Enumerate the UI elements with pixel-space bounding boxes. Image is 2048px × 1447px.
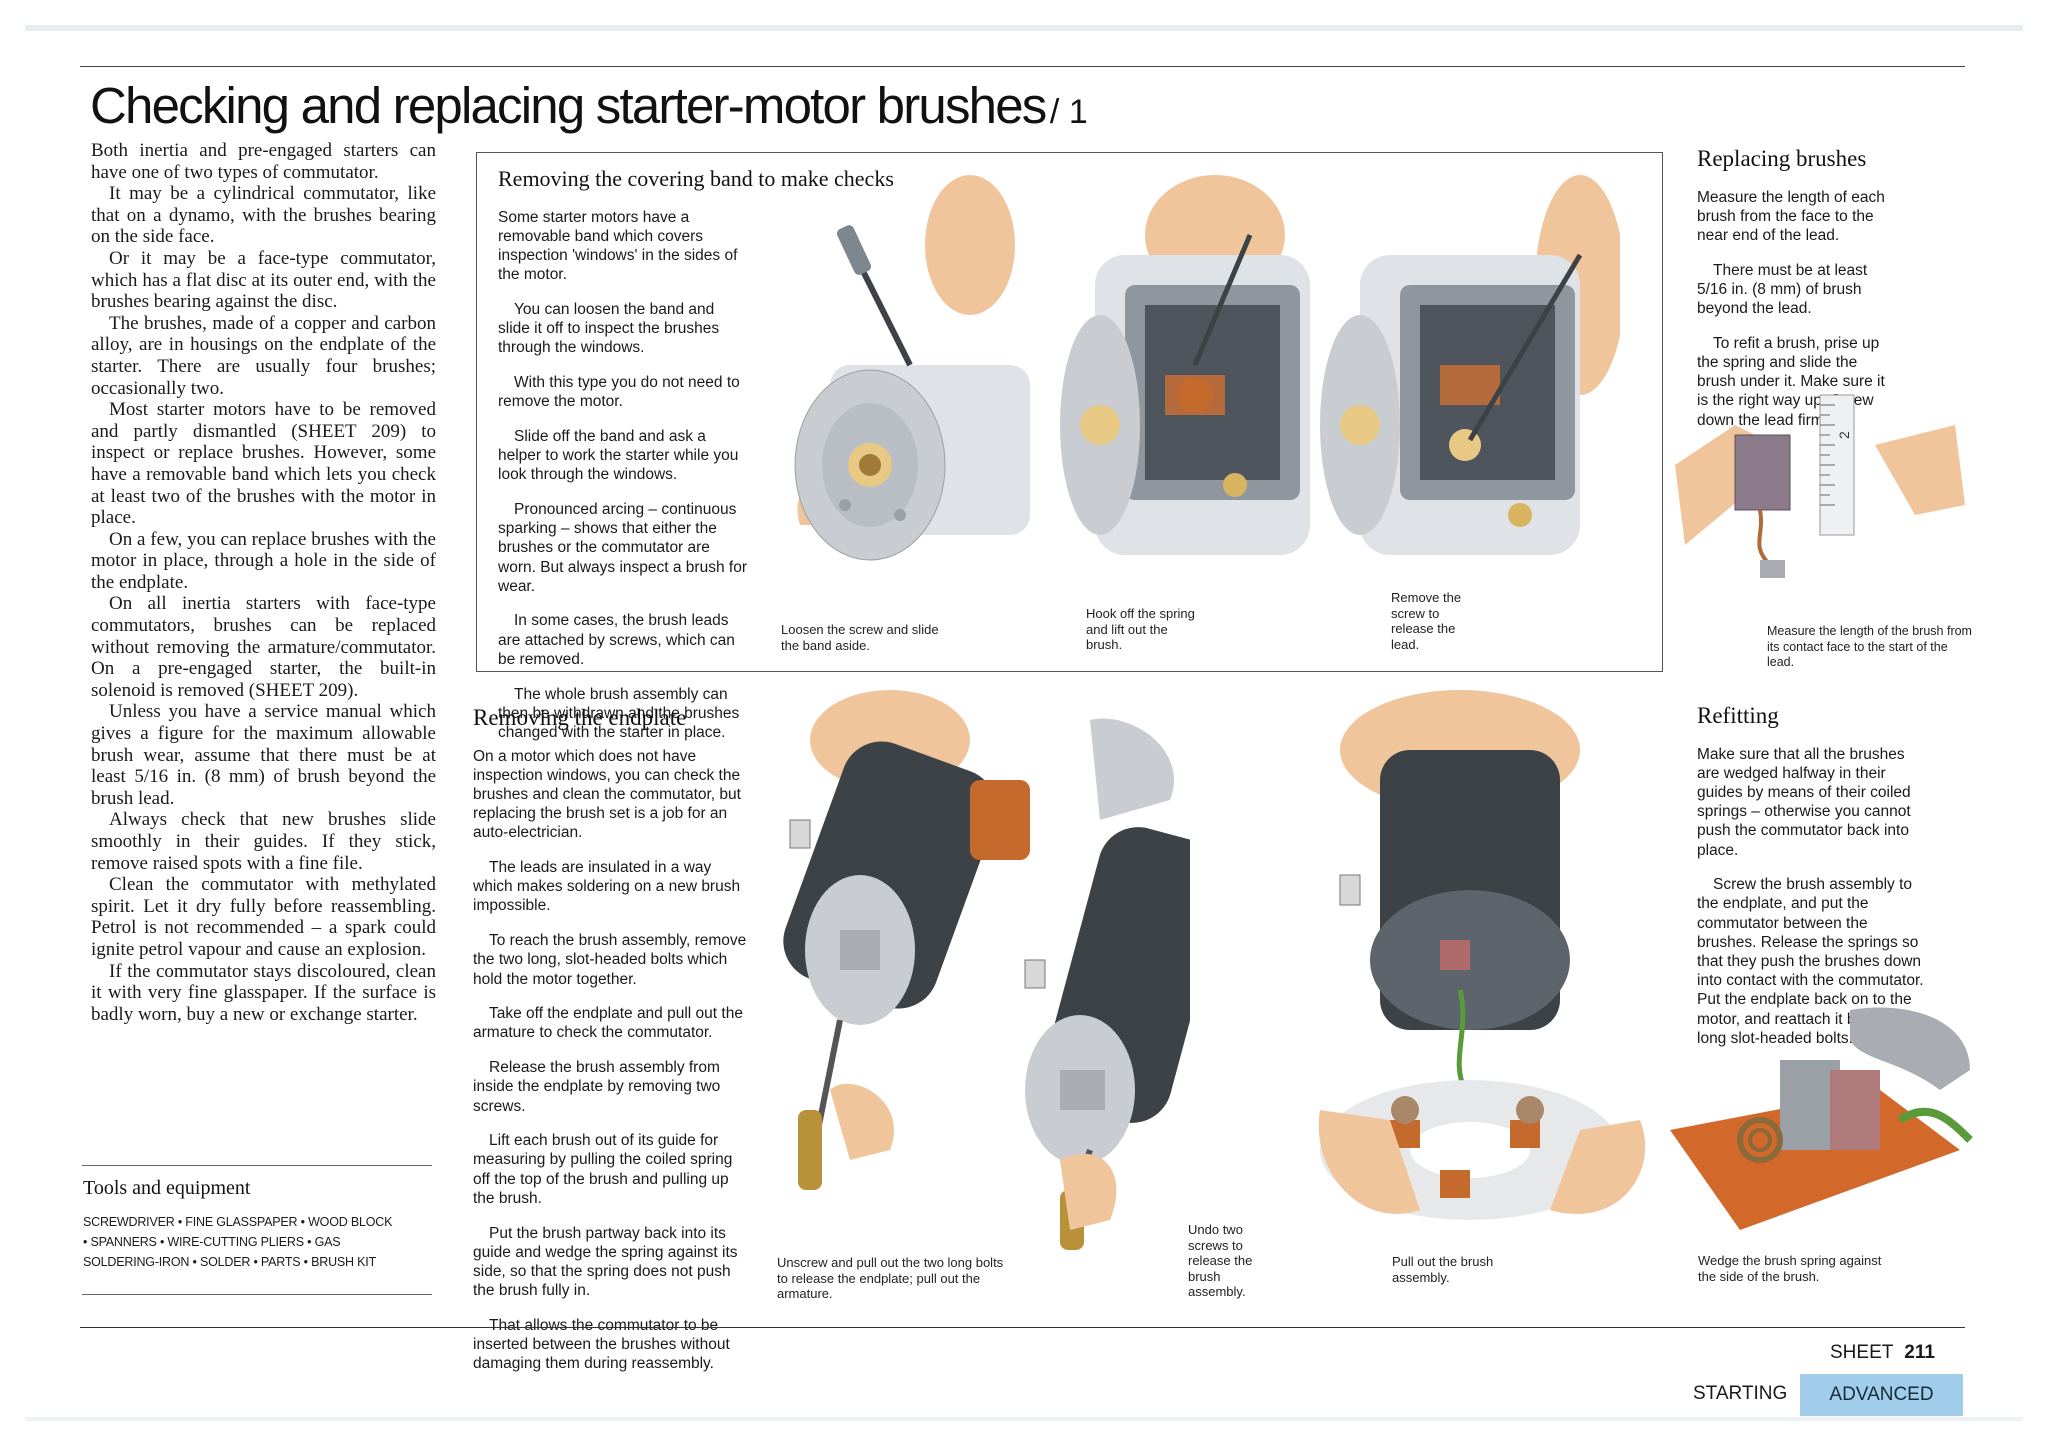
caption-measure: Measure the length of the brush from its…: [1767, 624, 1972, 669]
caption-hook: Hook off the spring and lift out the bru…: [1086, 606, 1195, 652]
level-label: ADVANCED: [1829, 1384, 1934, 1405]
category-label: STARTING: [1693, 1383, 1788, 1404]
tools-line: SCREWDRIVER • FINE GLASSPAPER • WOOD BLO…: [83, 1215, 393, 1229]
ruler-mark: 2: [1836, 431, 1852, 439]
replacing-heading: Replacing brushes: [1697, 146, 1867, 171]
sheet-label: SHEET: [1830, 1342, 1894, 1363]
tools-line: • SPANNERS • WIRE-CUTTING PLIERS • GAS: [83, 1235, 341, 1249]
tools-box: Tools and equipment SCREWDRIVER • FINE G…: [83, 1177, 433, 1272]
band-paragraph: In some cases, the brush leads are attac…: [498, 612, 735, 668]
footer-rule: [80, 1327, 1965, 1328]
page-title: Checking and replacing starter-motor bru…: [90, 77, 1047, 134]
band-paragraph: Some starter motors have a removable ban…: [498, 208, 738, 284]
endplate-paragraph: Put the brush partway back into its guid…: [473, 1224, 738, 1300]
caption-wedge: Wedge the brush spring against the side …: [1698, 1253, 1882, 1284]
tools-rule-bottom: [82, 1294, 432, 1295]
endplate-paragraph: Release the brush assembly from inside t…: [473, 1059, 721, 1115]
replacing-paragraph: Measure the length of each brush from th…: [1697, 188, 1885, 244]
intro-paragraph: The brushes, made of a copper and carbon…: [91, 312, 436, 399]
tools-line: SOLDERING-IRON • SOLDER • PARTS • BRUSH …: [83, 1255, 377, 1269]
band-paragraph: You can loosen the band and slide it off…: [498, 300, 720, 357]
refitting-body: Make sure that all the brushes are wedge…: [1697, 745, 1927, 1049]
header-rule: [80, 66, 1965, 67]
band-paragraph: Pronounced arcing – continuous sparking …: [498, 500, 747, 595]
page-title-block: Checking and replacing starter-motor bru…: [90, 76, 1088, 135]
caption-pull: Pull out the brush assembly.: [1392, 1254, 1494, 1285]
intro-paragraph: If the commutator stays discoloured, cle…: [91, 960, 436, 1025]
sheet-label-block: SHEET 211: [1830, 1342, 1935, 1364]
band-section-heading: Removing the covering band to make check…: [498, 166, 894, 191]
intro-column: Both inertia and pre-engaged starters ca…: [91, 140, 436, 1025]
band-paragraph: With this type you do not need to remove…: [498, 373, 740, 411]
intro-paragraph: Unless you have a service manual which g…: [91, 701, 436, 809]
endplate-heading: Removing the endplate: [473, 705, 687, 730]
illustration-measure-brush: 2: [1675, 394, 1965, 578]
refitting-section: Refitting Make sure that all the brushes…: [1697, 703, 1927, 1064]
band-paragraph: The whole brush assembly can then be wit…: [498, 685, 740, 741]
caption-loosen: Loosen the screw and slide the band asid…: [781, 622, 939, 653]
tools-heading: Tools and equipment: [83, 1177, 251, 1199]
bottom-bar: [25, 1417, 2023, 1421]
intro-paragraph: Both inertia and pre-engaged starters ca…: [91, 140, 436, 183]
endplate-section: Removing the endplate On a motor which d…: [473, 705, 753, 1389]
endplate-paragraph: To reach the brush assembly, remove the …: [473, 932, 747, 988]
intro-paragraph: It may be a cylindrical commutator, like…: [91, 183, 436, 248]
band-section-body: Some starter motors have a removable ban…: [498, 208, 748, 743]
endplate-paragraph: On a motor which does not have inspectio…: [473, 747, 741, 842]
endplate-paragraph: That allows the commutator to be inserte…: [473, 1316, 730, 1373]
intro-paragraph: Clean the commutator with methylated spi…: [91, 874, 436, 960]
tools-rule-top: [82, 1165, 432, 1166]
intro-paragraph: Most starter motors have to be removed a…: [91, 399, 436, 529]
page-title-suffix: / 1: [1049, 93, 1088, 131]
tools-list: SCREWDRIVER • FINE GLASSPAPER • WOOD BLO…: [83, 1212, 433, 1272]
refitting-heading: Refitting: [1697, 703, 1779, 728]
sheet-number: 211: [1904, 1342, 1935, 1363]
intro-paragraph: On a few, you can replace brushes with t…: [91, 528, 436, 593]
refitting-paragraph: Make sure that all the brushes are wedge…: [1697, 745, 1911, 859]
illustration-loosen-band: [794, 175, 1030, 561]
illustration-pull-brush: [1318, 690, 1646, 1220]
endplate-paragraph: Take off the endplate and pull out the a…: [473, 1005, 743, 1042]
top-bar: [25, 25, 2023, 31]
level-tab: ADVANCED: [1800, 1374, 1963, 1416]
endplate-paragraph: The leads are insulated in a way which m…: [473, 859, 741, 915]
endplate-body: On a motor which does not have inspectio…: [473, 747, 753, 1374]
illustration-unscrew-bolts: [783, 690, 1190, 1250]
replacing-paragraph: There must be at least 5/16 in. (8 mm) o…: [1697, 261, 1868, 318]
caption-undo: Undo two screws to release the brush ass…: [1188, 1222, 1253, 1299]
illustration-wedge-spring: [1670, 1007, 1973, 1230]
caption-remove: Remove the screw to release the lead.: [1391, 590, 1462, 652]
illustration-hook-spring: [1060, 175, 1310, 555]
band-section-box: [476, 152, 1663, 672]
band-section-text: Removing the covering band to make check…: [498, 166, 894, 758]
band-paragraph: Slide off the band and ask a helper to w…: [498, 427, 739, 484]
intro-paragraph: Always check that new brushes slide smoo…: [91, 809, 436, 874]
intro-paragraph: On all inertia starters with face-type c…: [91, 593, 436, 701]
intro-paragraph: Or it may be a face-type commutator, whi…: [91, 247, 436, 313]
illustration-remove-screw: [1320, 175, 1620, 555]
endplate-paragraph: Lift each brush out of its guide for mea…: [473, 1132, 733, 1207]
caption-unscrew: Unscrew and pull out the two long bolts …: [777, 1255, 1004, 1301]
